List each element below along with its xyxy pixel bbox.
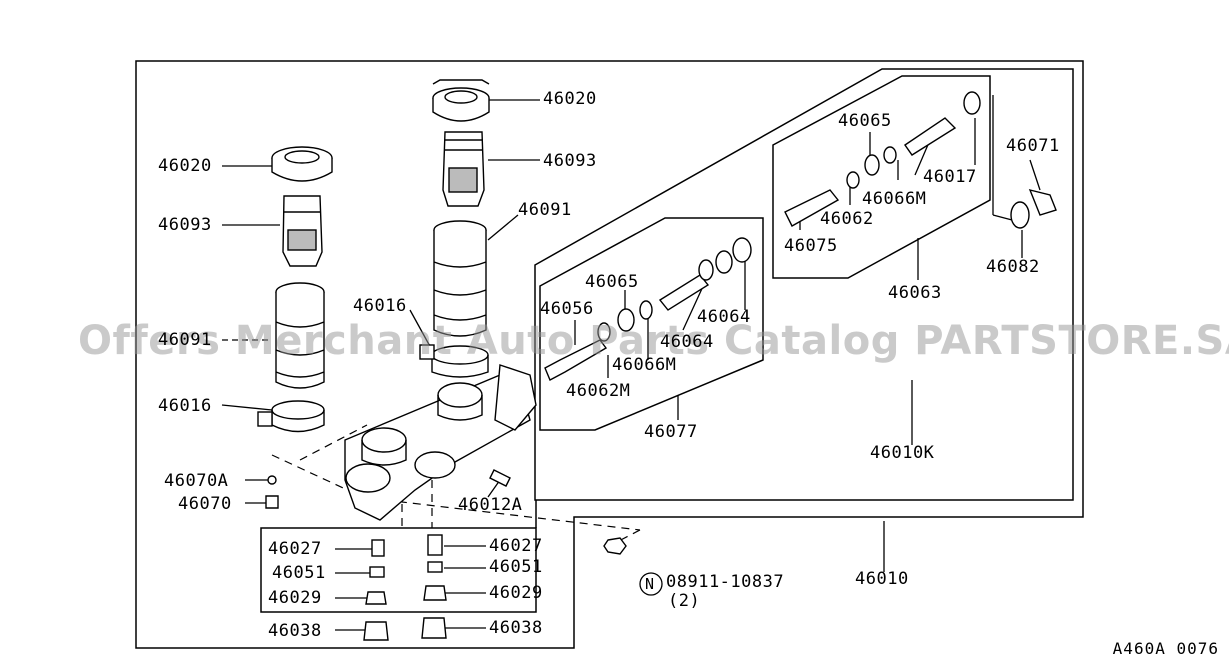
label-46056[interactable]: 46056 [540, 299, 594, 319]
washer-46070A [267, 475, 277, 485]
reservoir-left [275, 282, 325, 389]
label-46066M-kit77[interactable]: 46066M [612, 355, 677, 375]
label-46071[interactable]: 46071 [1006, 136, 1060, 156]
reservoir-cap-left [271, 146, 333, 182]
reservoir-top [433, 220, 487, 337]
label-46010[interactable]: 46010 [855, 569, 909, 589]
label-46038-left[interactable]: 46038 [268, 621, 322, 641]
label-46091-top[interactable]: 46091 [518, 200, 572, 220]
label-46051-left[interactable]: 46051 [272, 563, 326, 583]
frame-46077 [539, 217, 764, 431]
label-46027-right[interactable]: 46027 [489, 536, 543, 556]
label-46027-left[interactable]: 46027 [268, 539, 322, 559]
label-nut-qty: (2) [668, 591, 701, 611]
nut-08911 [603, 537, 627, 555]
label-46062[interactable]: 46062 [820, 209, 874, 229]
label-46016-left[interactable]: 46016 [158, 396, 212, 416]
strainer-top [442, 131, 485, 207]
label-46070[interactable]: 46070 [178, 494, 232, 514]
piston-kit-46063 [784, 91, 1057, 229]
frame-46010K [534, 68, 1074, 501]
label-46077[interactable]: 46077 [644, 422, 698, 442]
frame-46010 [135, 60, 1084, 649]
label-46051-right[interactable]: 46051 [489, 557, 543, 577]
label-46066M-kit63[interactable]: 46066M [862, 189, 927, 209]
label-46064[interactable]: 46064 [697, 307, 751, 327]
piston-kit-46077 [544, 237, 752, 381]
label-46020-left[interactable]: 46020 [158, 156, 212, 176]
label-46029-right[interactable]: 46029 [489, 583, 543, 603]
frame-46063 [772, 75, 991, 279]
bolt-46070 [265, 495, 279, 509]
label-46063[interactable]: 46063 [888, 283, 942, 303]
label-46075[interactable]: 46075 [784, 236, 838, 256]
clamp-left [257, 400, 325, 433]
label-46082[interactable]: 46082 [986, 257, 1040, 277]
nut-symbol-circle [639, 572, 663, 596]
clamp-top [419, 344, 489, 378]
label-46029-left[interactable]: 46029 [268, 588, 322, 608]
label-46091-left[interactable]: 46091 [158, 330, 212, 350]
label-46064-b[interactable]: 46064 [660, 332, 714, 352]
master-cylinder-body [344, 364, 537, 521]
label-46093-left[interactable]: 46093 [158, 215, 212, 235]
frame-valves [260, 527, 537, 613]
screw-46012A [489, 469, 511, 487]
label-46065-kit63[interactable]: 46065 [838, 111, 892, 131]
label-46093-top[interactable]: 46093 [543, 151, 597, 171]
label-46012A[interactable]: 46012A [458, 495, 523, 515]
diagram-code: A460A 0076 [1112, 639, 1219, 658]
label-46062M[interactable]: 46062M [566, 381, 631, 401]
reservoir-cap-top [432, 79, 490, 122]
label-46010K[interactable]: 46010K [870, 443, 935, 463]
label-46017[interactable]: 46017 [923, 167, 977, 187]
label-46016-top[interactable]: 46016 [353, 296, 407, 316]
label-46038-right[interactable]: 46038 [489, 618, 543, 638]
label-46020-top[interactable]: 46020 [543, 89, 597, 109]
label-nut-part[interactable]: 08911-10837 [666, 572, 785, 592]
watermark: Offers Merchant Auto Parts Catalog PARTS… [78, 318, 1229, 364]
nut-symbol: N [645, 575, 655, 593]
strainer-left [282, 195, 323, 267]
label-46065-kit77[interactable]: 46065 [585, 272, 639, 292]
label-46070A[interactable]: 46070A [164, 471, 229, 491]
